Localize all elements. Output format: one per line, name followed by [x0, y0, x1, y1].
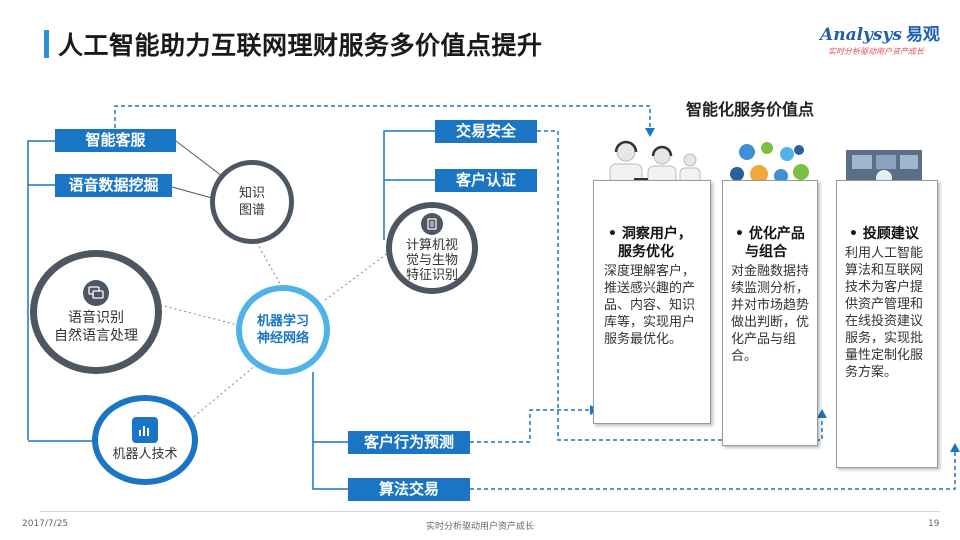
footer-divider — [40, 511, 940, 512]
circle-robotics: 机器人技术 — [92, 395, 198, 485]
logo-english: nalysys — [833, 25, 902, 45]
footer-slogan: 实时分析驱动用户资产成长 — [0, 519, 960, 532]
logo-chinese: 易观 — [906, 25, 940, 45]
logo-initial: A — [820, 25, 833, 45]
label-customer-auth: 客户认证 — [435, 169, 537, 192]
circle-speech: 语音识别 自然语言处理 — [30, 250, 162, 374]
card-product-optimization-head: • 优化产品与组合 — [731, 225, 811, 261]
value-points-title: 智能化服务价值点 — [686, 96, 814, 120]
title-accent-bar — [44, 30, 49, 58]
card-investment-advice-body: 利用人工智能算法和互联网技术为客户提供资产管理和在线投资建议服务，实现批量性定制… — [845, 245, 931, 381]
speech-text: 语音识别 自然语言处理 — [54, 309, 138, 345]
card-product-optimization-body: 对金融数据持续监测分析，并对市场趋势做出判断，优化产品与组合。 — [731, 263, 811, 365]
chart-icon — [132, 417, 158, 443]
knowledge-graph-text: 知识 图谱 — [239, 185, 265, 219]
card-investment-advice: • 投顾建议 利用人工智能算法和互联网技术为客户提供资产管理和在线投资建议服务，… — [836, 180, 938, 468]
label-voice-mining: 语音数据挖掘 — [55, 174, 172, 197]
card-investment-advice-head: • 投顾建议 — [845, 225, 931, 243]
circle-knowledge-graph: 知识 图谱 — [210, 160, 294, 244]
logo-slogan: 实时分析驱动用户资产成长 — [820, 46, 950, 57]
label-algorithmic-trading: 算法交易 — [348, 478, 470, 501]
card-user-insight-head: • 洞察用户，服务优化 — [604, 225, 704, 261]
label-behavior-prediction: 客户行为预测 — [348, 431, 470, 454]
page-title: 人工智能助力互联网理财服务多价值点提升 — [58, 26, 543, 62]
card-user-insight-body: 深度理解客户，推送感兴趣的产品、内容、知识库等，实现用户服务最优化。 — [604, 263, 704, 348]
machine-learning-text: 机器学习 神经网络 — [257, 313, 309, 347]
circle-machine-learning: 机器学习 神经网络 — [236, 285, 330, 375]
card-user-insight: • 洞察用户，服务优化 深度理解客户，推送感兴趣的产品、内容、知识库等，实现用户… — [593, 180, 711, 424]
page-number: 19 — [928, 519, 939, 529]
card-product-optimization: • 优化产品与组合 对金融数据持续监测分析，并对市场趋势做出判断，优化产品与组合… — [722, 180, 818, 446]
vision-text: 计算机视 觉与生物 特征识别 — [406, 238, 458, 283]
robotics-text: 机器人技术 — [112, 446, 177, 463]
label-smart-service: 智能客服 — [55, 129, 176, 152]
document-icon — [421, 213, 443, 235]
chat-icon — [83, 280, 109, 306]
label-transaction-security: 交易安全 — [435, 120, 537, 143]
circle-vision: 计算机视 觉与生物 特征识别 — [386, 202, 478, 294]
